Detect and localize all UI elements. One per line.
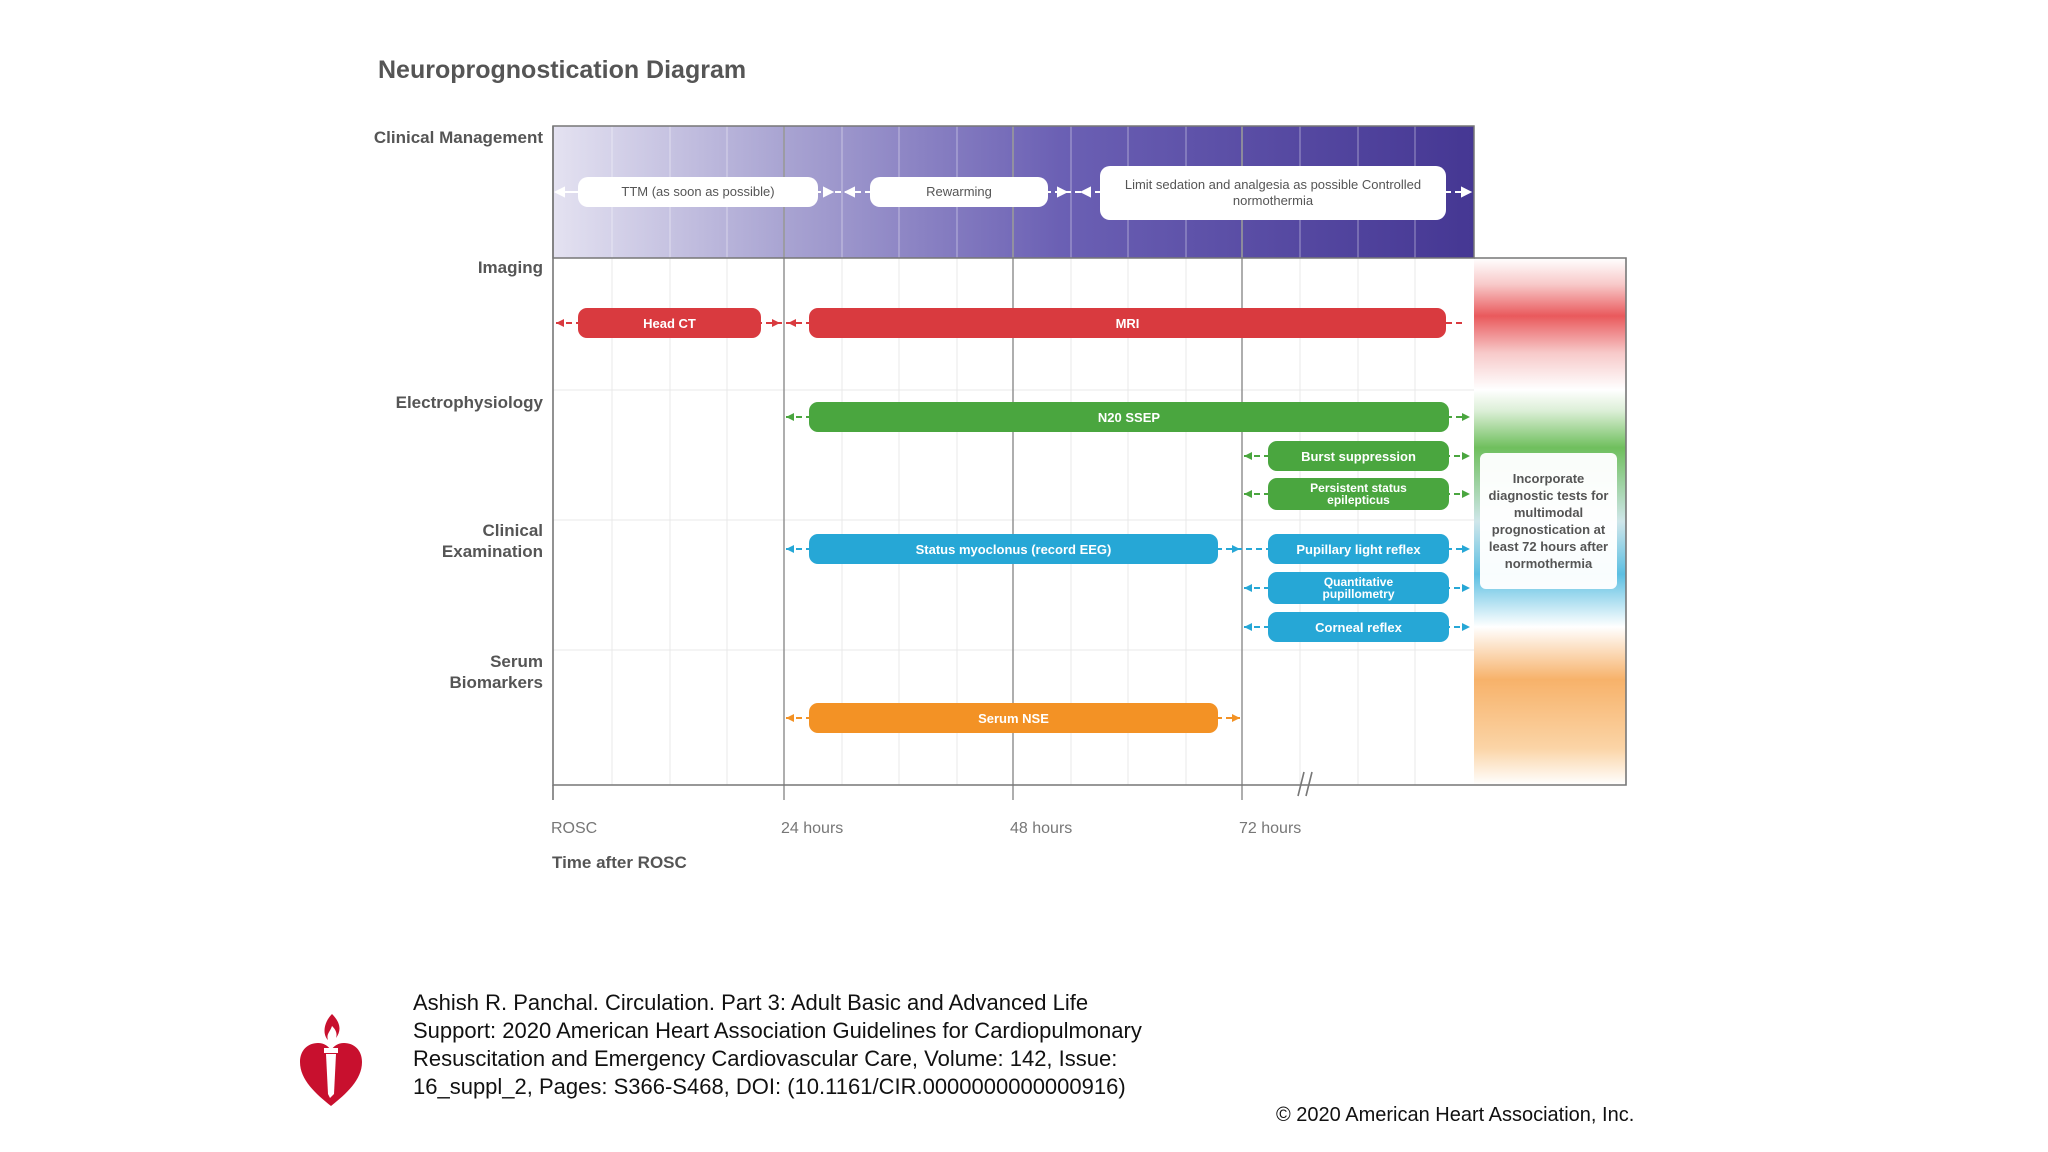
mgmt-step-ttm: TTM (as soon as possible) <box>578 177 818 207</box>
citation-text: Ashish R. Panchal. Circulation. Part 3: … <box>413 990 1142 1099</box>
biomarker-bar-serum-nse: Serum NSE <box>809 703 1218 733</box>
ephys-bar-n20-ssep: N20 SSEP <box>809 402 1449 432</box>
row-label-clinical-examination: Clinical Examination <box>441 521 543 561</box>
row-label-clinical-management: Clinical Management <box>373 128 543 147</box>
axis-break <box>1297 771 1313 797</box>
imaging-bar-mri: MRI <box>809 308 1446 338</box>
ephys-bar-status-epilepticus: Persistent status epilepticus <box>1268 478 1449 510</box>
tick-label-24h: 24 hours <box>781 820 844 837</box>
exam-bar-corneal-reflex: Corneal reflex <box>1268 612 1449 642</box>
mgmt-step-rewarming: Rewarming <box>870 177 1048 207</box>
mgmt-step-normothermia: Limit sedation and analgesia as possible… <box>1100 166 1446 220</box>
exam-bar-status-myoclonus: Status myoclonus (record EEG) <box>809 534 1218 564</box>
row-label-serum-biomarkers: Serum Biomarkers <box>449 652 543 692</box>
copyright-text: © 2020 American Heart Association, Inc. <box>1276 1104 1635 1126</box>
ephys-bar-burst-suppression: Burst suppression <box>1268 441 1449 471</box>
row-label-imaging: Imaging <box>477 258 543 277</box>
imaging-bar-head-ct: Head CT <box>578 308 761 338</box>
multimodal-note: Incorporate diagnostic tests for multimo… <box>1480 453 1617 589</box>
tick-label-48h: 48 hours <box>1010 820 1073 837</box>
exam-bar-pupillary-light-reflex: Pupillary light reflex <box>1268 534 1449 564</box>
axis-title: Time after ROSC <box>552 853 687 872</box>
diagram-title: Neuroprognostication Diagram <box>378 56 747 84</box>
major-time-lines <box>783 126 1243 800</box>
tick-label-rosc: ROSC <box>551 820 598 837</box>
exam-bar-quantitative-pupillometry: Quantitative pupillometry <box>1268 572 1449 604</box>
tick-label-72h: 72 hours <box>1239 820 1302 837</box>
heart-torch-icon <box>300 1014 362 1106</box>
row-label-electrophysiology: Electrophysiology <box>395 393 543 412</box>
